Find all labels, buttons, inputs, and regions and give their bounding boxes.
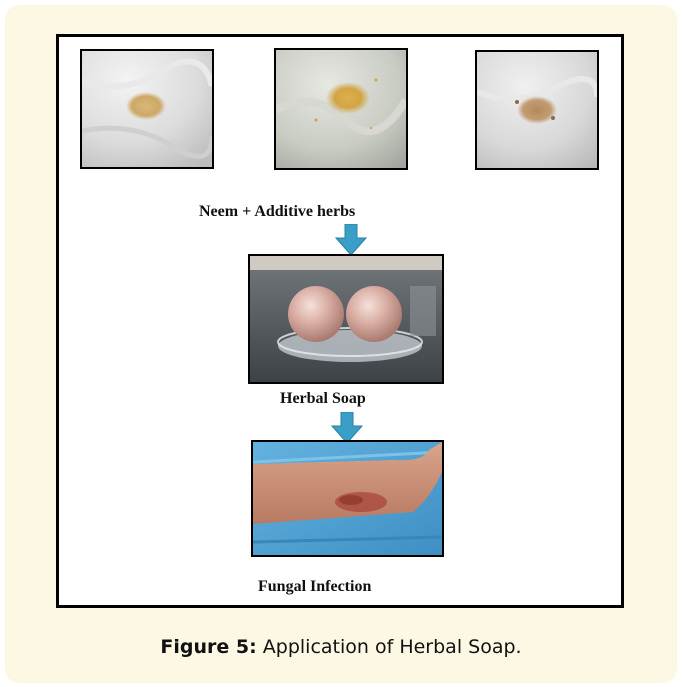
infection-label: Fungal Infection (258, 578, 371, 596)
down-arrow-icon (335, 224, 367, 256)
herbs-label: Neem + Additive herbs (199, 203, 355, 221)
caption-text: Application of Herbal Soap. (257, 636, 522, 658)
caption-prefix: Figure 5: (160, 636, 256, 658)
soap-label: Herbal Soap (280, 390, 366, 408)
neem-powder-photo (80, 49, 214, 169)
figure-caption: Figure 5: Application of Herbal Soap. (0, 636, 682, 658)
fungal-infection-photo (251, 440, 444, 557)
herbal-soap-photo (248, 254, 444, 384)
additive-powder-photo (475, 50, 599, 170)
herb-powder-photo (274, 48, 408, 170)
